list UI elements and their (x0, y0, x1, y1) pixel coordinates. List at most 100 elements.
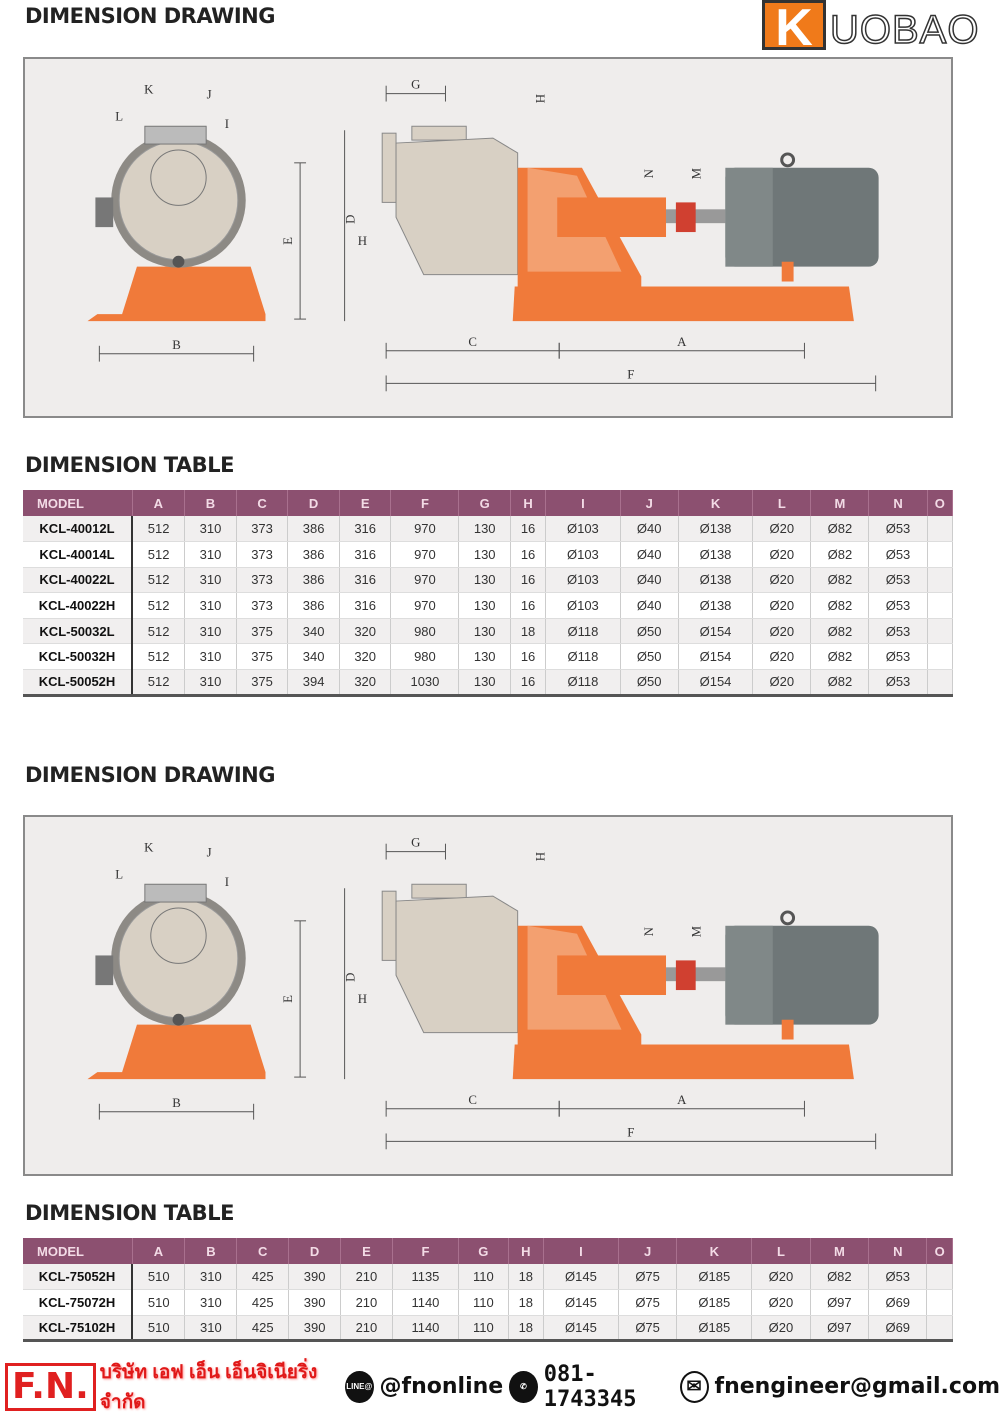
email-address[interactable]: fnengineer@gmail.com (714, 1374, 1000, 1399)
table-cell: 310 (184, 669, 237, 696)
column-header: A (132, 490, 186, 516)
dimension-label-h: H (358, 992, 367, 1006)
table-cell (927, 567, 954, 594)
line-icon: LINE@ (345, 1370, 374, 1403)
dimension-label-m: M (690, 925, 704, 937)
table-cell: 310 (184, 516, 237, 543)
table-cell: Ø82 (810, 618, 870, 645)
table-cell: Ø97 (810, 1315, 870, 1342)
column-header: N (868, 1238, 928, 1264)
column-header: MODEL (23, 490, 133, 516)
column-header: F (390, 490, 460, 516)
dimension-line-c: C (385, 1093, 560, 1117)
column-header: C (236, 490, 289, 516)
dimension-line-b: B (98, 338, 255, 362)
table-cell: 110 (458, 1264, 509, 1291)
table-cell: Ø53 (868, 541, 928, 568)
column-header: J (618, 1238, 678, 1264)
table-cell: 375 (236, 669, 289, 696)
dimension-line-c: C (385, 335, 560, 359)
column-header: C (236, 1238, 290, 1264)
table-cell: Ø20 (752, 592, 812, 619)
dimension-label-f: F (627, 1125, 634, 1139)
pump-side-view (87, 125, 266, 322)
table-cell (926, 1264, 953, 1291)
dimension-line-e: E (281, 162, 307, 320)
column-header: M (810, 490, 870, 516)
table-cell: 130 (458, 669, 511, 696)
line-id[interactable]: @fnonline (379, 1374, 504, 1399)
table-cell: Ø138 (678, 516, 754, 543)
table-cell: KCL-50032H (23, 643, 133, 671)
company-name: บริษัท เอฟ เอ็น เอ็นจิเนียริ่ง จำกัด (99, 1361, 318, 1413)
drawing-title-2: DIMENSION DRAWING (25, 763, 275, 787)
dimension-line-a: A (558, 335, 805, 359)
table-cell: Ø53 (868, 516, 928, 543)
table-cell: Ø82 (810, 592, 870, 619)
dimension-label-i: I (225, 117, 229, 131)
table-cell: 16 (510, 541, 547, 568)
table-cell: 16 (510, 592, 547, 619)
dimension-label-j: J (207, 846, 212, 860)
table-cell: Ø20 (752, 541, 812, 568)
dimension-label-j: J (207, 88, 212, 102)
table-cell: 310 (184, 618, 237, 645)
table-cell: 130 (458, 541, 511, 568)
fn-logo: F.N. (5, 1362, 96, 1411)
footer-contact: F.N. บริษัท เอฟ เอ็น เอ็นจิเนียริ่ง จำกั… (0, 1354, 1000, 1419)
dimension-label-b: B (172, 1096, 181, 1110)
column-header: O (927, 490, 954, 516)
column-header: MODEL (23, 1238, 133, 1264)
table-cell: 210 (340, 1315, 393, 1342)
table-cell: 16 (510, 669, 547, 696)
column-header: B (184, 1238, 238, 1264)
column-header: E (340, 1238, 393, 1264)
table-cell: 390 (288, 1289, 342, 1316)
table-cell: 310 (184, 567, 237, 594)
table-cell: Ø20 (751, 1264, 811, 1291)
table-cell: 510 (132, 1315, 186, 1342)
dimension-line-e: E (281, 920, 307, 1078)
table-cell: Ø40 (620, 541, 679, 568)
pump-side-view (87, 883, 266, 1080)
table-cell: 310 (184, 592, 237, 619)
table-cell: 210 (340, 1289, 393, 1316)
table-cell: Ø40 (620, 592, 679, 619)
dimension-label-d: D (343, 973, 357, 982)
table-cell: Ø53 (868, 1264, 928, 1291)
table-cell: 130 (458, 643, 511, 671)
table-cell: Ø50 (620, 618, 679, 645)
table-cell: Ø138 (678, 567, 754, 594)
table-cell: 386 (287, 541, 340, 568)
table-cell: KCL-40014L (23, 541, 133, 568)
table-cell: 1140 (392, 1315, 460, 1342)
table-cell: Ø154 (678, 643, 754, 671)
table-cell: Ø82 (810, 541, 870, 568)
table-cell: 512 (132, 516, 186, 543)
dimension-line-a: A (558, 1093, 805, 1117)
table-cell: 970 (390, 567, 460, 594)
table-cell: 110 (458, 1289, 509, 1316)
table-cell: Ø103 (545, 567, 621, 594)
table-cell: 18 (508, 1289, 544, 1316)
column-header: K (678, 490, 754, 516)
table-cell: Ø53 (868, 567, 928, 594)
table-cell: Ø103 (545, 541, 621, 568)
column-header: A (132, 1238, 186, 1264)
table-cell: Ø82 (810, 643, 870, 671)
table-cell (927, 669, 954, 696)
table-cell: 340 (287, 643, 340, 671)
table-cell: 512 (132, 541, 186, 568)
dimension-label-l: L (115, 109, 123, 123)
phone-number[interactable]: 081-1743345 (543, 1361, 637, 1412)
table-cell: 18 (508, 1264, 544, 1291)
table-cell: 310 (184, 643, 237, 671)
logo-text: UOBAO (829, 8, 980, 52)
table-cell: 310 (184, 541, 237, 568)
